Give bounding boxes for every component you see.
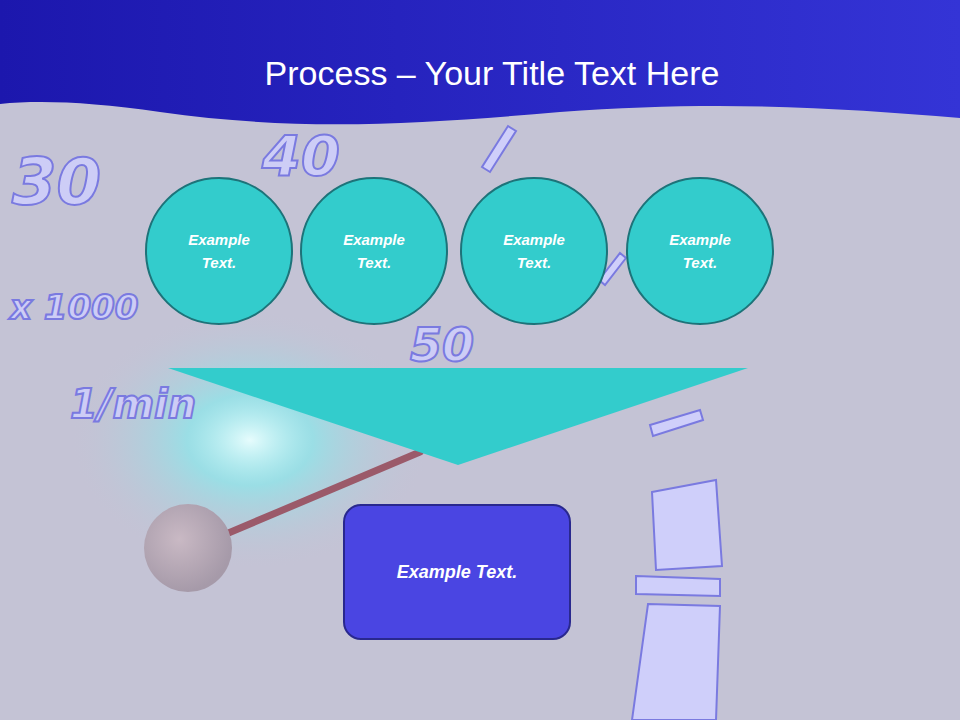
slide-title: Process – Your Title Text Here [0,54,960,93]
process-circle: Example Text. [460,177,608,325]
gauge-number: 50 [410,322,474,368]
node-text: Example Text. [173,228,265,274]
text-stack: Example Text. [397,562,517,583]
text-stack: Example Text. [488,228,580,274]
node-text: Example Text. [328,228,420,274]
gauge-number: 40 [262,128,340,184]
title-band [0,0,960,124]
text-stack: Example Text. [173,228,265,274]
node-text: Example Text. [397,562,517,583]
text-stack: Example Text. [654,228,746,274]
result-box: Example Text. [343,504,571,640]
funnel-triangle [168,368,748,465]
process-circle: Example Text. [145,177,293,325]
node-text: Example Text. [488,228,580,274]
process-circle: Example Text. [300,177,448,325]
text-stack: Example Text. [328,228,420,274]
gauge-number: x 1000 [10,290,138,324]
node-text: Example Text. [654,228,746,274]
gauge-hub [144,504,232,592]
process-circle: Example Text. [626,177,774,325]
gauge-number: 30 [12,150,101,214]
gauge-number: 1/min [70,384,196,424]
